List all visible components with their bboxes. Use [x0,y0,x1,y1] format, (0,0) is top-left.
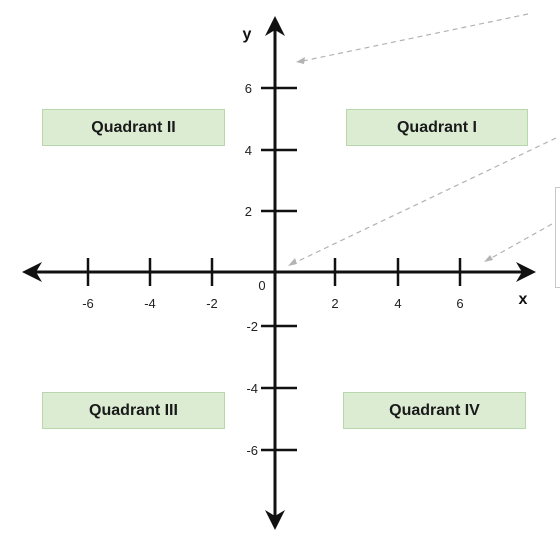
x-tick-label: -2 [206,296,218,311]
y-axis-bottom-arrow [265,510,285,530]
x-tick-label: -6 [82,296,94,311]
origin-label: 0 [258,278,265,293]
leader-line-y-axis [297,13,529,63]
quadrant-1-label: Quadrant I [346,109,528,146]
callout-box [555,187,560,288]
leader-arrowhead [288,258,297,266]
leader-arrowhead [296,57,305,64]
x-tick-label: 4 [394,296,401,311]
leader-lines [289,13,557,266]
leader-line-origin [289,137,557,266]
leader-arrowhead [484,255,493,262]
y-tick-label: 4 [245,143,252,158]
x-tick-label: 6 [456,296,463,311]
quadrant-3-label: Quadrant III [42,392,225,429]
y-tick-label: -4 [246,381,258,396]
leader-line-x-axis [485,223,553,262]
x-axis-label: x [519,291,528,308]
y-tick-label: 6 [245,81,252,96]
y-tick-label: -6 [246,443,258,458]
x-tick-label: 2 [331,296,338,311]
quadrant-4-label: Quadrant IV [343,392,526,429]
y-axis-top-arrow [265,16,285,36]
y-axis-label: y [243,26,252,43]
y-tick-label: 2 [245,204,252,219]
x-tick-label: -4 [144,296,156,311]
quadrant-2-label: Quadrant II [42,109,225,146]
x-axis-left-arrow [22,262,42,282]
y-tick-label: -2 [246,319,258,334]
x-axis-right-arrow [516,262,536,282]
